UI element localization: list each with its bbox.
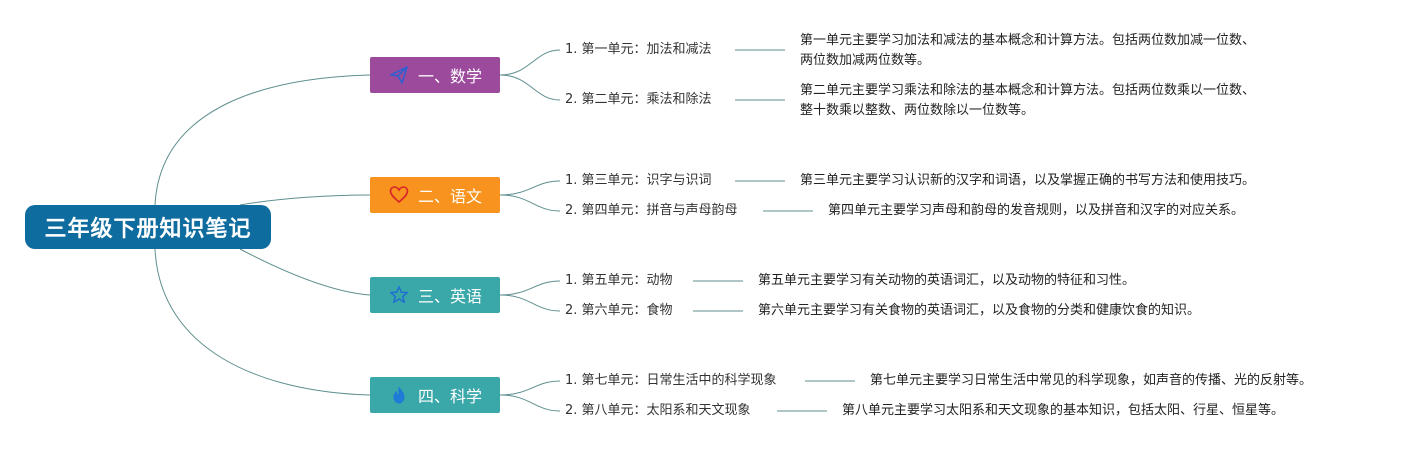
unit-3-description: 第三单元主要学习认识新的汉字和词语，以及掌握正确的书写方法和使用技巧。 <box>800 171 1255 191</box>
connector-line <box>239 248 371 296</box>
unit-2-description: 第二单元主要学习乘法和除法的基本概念和计算方法。包括两位数乘以一位数、 整十数乘… <box>800 81 1255 121</box>
topic-label: 二、语文 <box>417 187 482 206</box>
unit-8-description: 第八单元主要学习太阳系和天文现象的基本知识，包括太阳、行星、恒星等。 <box>842 401 1284 421</box>
star-icon <box>388 284 410 306</box>
unit-7-description: 第七单元主要学习日常生活中常见的科学现象，如声音的传播、光的反射等。 <box>870 371 1312 391</box>
connector-line <box>499 380 561 396</box>
flame-icon <box>388 384 410 406</box>
description-line: 第五单元主要学习有关动物的英语词汇，以及动物的特征和习性。 <box>758 273 1136 288</box>
unit-4-description: 第四单元主要学习声母和韵母的发音规则，以及拼音和汉字的对应关系。 <box>828 201 1244 221</box>
connector-line <box>239 194 371 206</box>
unit-1[interactable]: 1. 第一单元：加法和减法 <box>565 42 712 57</box>
topic-english[interactable]: 三、英语 <box>370 277 500 313</box>
description-line: 第三单元主要学习认识新的汉字和词语，以及掌握正确的书写方法和使用技巧。 <box>800 173 1256 188</box>
connector-line <box>499 49 561 76</box>
unit-8[interactable]: 2. 第八单元：太阳系和天文现象 <box>565 403 751 418</box>
unit-2[interactable]: 2. 第二单元：乘法和除法 <box>565 92 712 107</box>
unit-7[interactable]: 1. 第七单元：日常生活中的科学现象 <box>565 373 777 388</box>
description-line: 第七单元主要学习日常生活中常见的科学现象，如声音的传播、光的反射等。 <box>870 373 1313 388</box>
root-title: 三年级下册知识笔记 <box>44 217 252 242</box>
description-line: 两位数加减两位数等。 <box>800 53 931 68</box>
root-topic[interactable]: 三年级下册知识笔记 <box>25 205 271 249</box>
topic-label: 三、英语 <box>417 287 482 306</box>
topic-label: 一、数学 <box>417 67 482 86</box>
connector-line <box>154 74 371 206</box>
description-line: 第四单元主要学习声母和韵母的发音规则，以及拼音和汉字的对应关系。 <box>828 203 1245 218</box>
connector-line <box>499 74 561 101</box>
description-line: 第一单元主要学习加法和减法的基本概念和计算方法。包括两位数加减一位数、 <box>800 33 1256 48</box>
connector-line <box>499 180 561 196</box>
description-line: 第六单元主要学习有关食物的英语词汇，以及食物的分类和健康饮食的知识。 <box>758 303 1201 318</box>
unit-5-description: 第五单元主要学习有关动物的英语词汇，以及动物的特征和习性。 <box>758 271 1135 291</box>
description-line: 整十数乘以整数、两位数除以一位数等。 <box>800 103 1035 118</box>
description-line: 第八单元主要学习太阳系和天文现象的基本知识，包括太阳、行星、恒星等。 <box>842 403 1285 418</box>
description-line: 第二单元主要学习乘法和除法的基本概念和计算方法。包括两位数乘以一位数、 <box>800 83 1256 98</box>
topic-label: 四、科学 <box>417 387 482 406</box>
unit-5[interactable]: 1. 第五单元：动物 <box>565 273 673 288</box>
connector-line <box>499 280 561 296</box>
unit-3[interactable]: 1. 第三单元：识字与识词 <box>565 173 712 188</box>
connector-line <box>154 248 371 396</box>
connector-line <box>499 194 561 212</box>
connector-line <box>499 394 561 412</box>
unit-1-description: 第一单元主要学习加法和减法的基本概念和计算方法。包括两位数加减一位数、 两位数加… <box>800 31 1255 71</box>
topic-science[interactable]: 四、科学 <box>370 377 500 413</box>
topic-math[interactable]: 一、数学 <box>370 57 500 93</box>
paper-plane-icon <box>388 64 410 86</box>
heart-icon <box>388 184 410 206</box>
connector-line <box>499 294 561 312</box>
unit-4[interactable]: 2. 第四单元：拼音与声母韵母 <box>565 203 738 218</box>
unit-6[interactable]: 2. 第六单元：食物 <box>565 303 673 318</box>
unit-6-description: 第六单元主要学习有关食物的英语词汇，以及食物的分类和健康饮食的知识。 <box>758 301 1200 321</box>
topic-chinese[interactable]: 二、语文 <box>370 177 500 213</box>
